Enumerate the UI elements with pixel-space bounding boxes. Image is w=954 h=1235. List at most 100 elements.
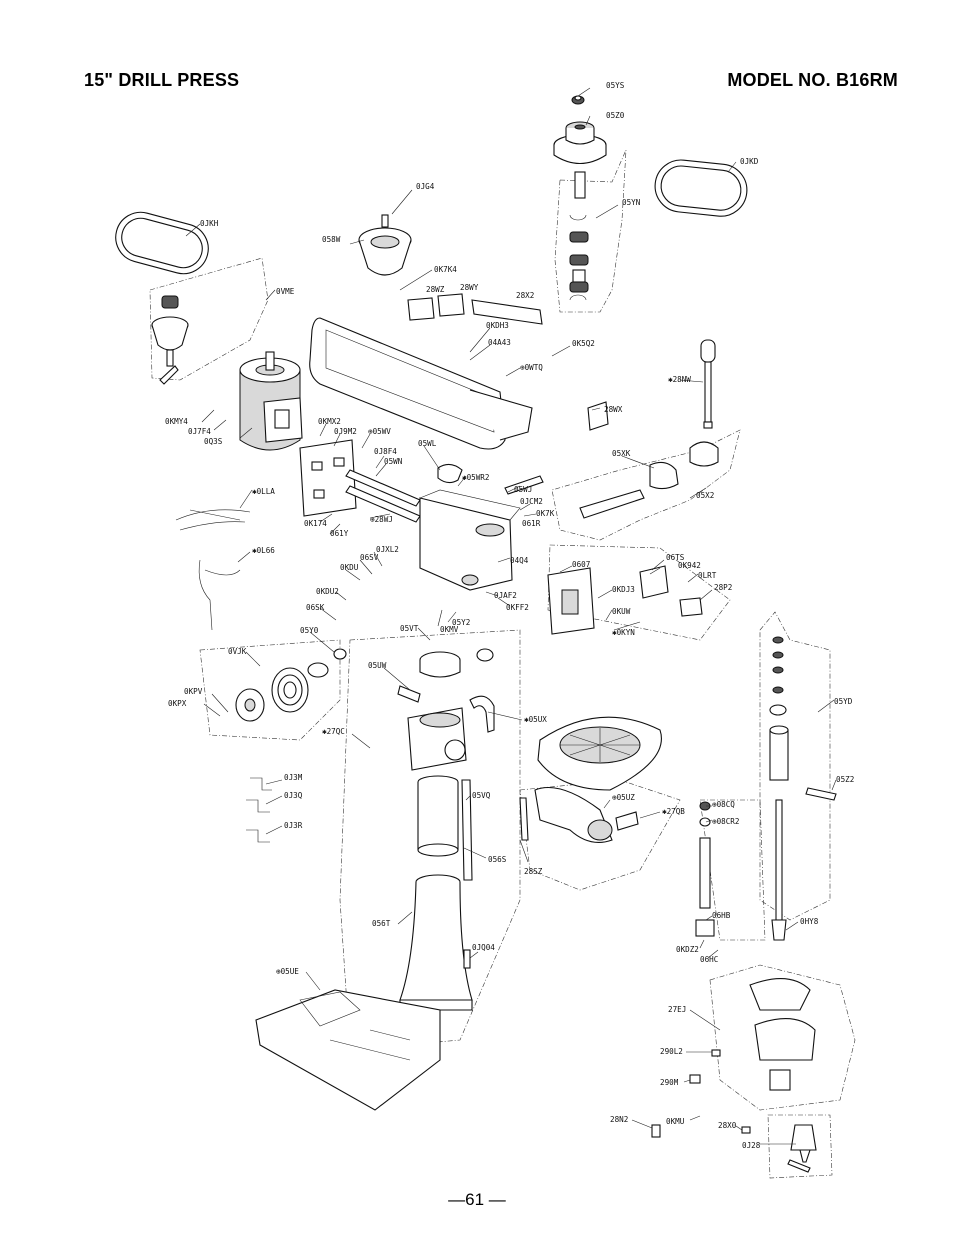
label-0KMV: 0KMV <box>440 625 459 634</box>
label-0KMU: 0KMU <box>666 1117 685 1126</box>
outline-spindle-shaft <box>759 611 831 921</box>
base-bolt <box>463 949 471 969</box>
label-0JKD: 0JKD <box>740 157 759 166</box>
label-0K7K: 0K7K <box>536 509 555 518</box>
column-tube <box>417 775 459 857</box>
outline-rack <box>699 799 766 941</box>
label-0JKH: 0JKH <box>200 219 219 228</box>
label-061R: 061R <box>522 519 541 528</box>
label-0Q3S: 0Q3S <box>204 437 223 446</box>
label-05UE: ⊕05UE <box>276 967 299 976</box>
table-arm <box>534 786 639 843</box>
label-28X0: 28X0 <box>718 1121 737 1130</box>
label-0JQ04: 0JQ04 <box>472 943 495 952</box>
label-056T: 056T <box>372 919 391 928</box>
label-05X2: 05X2 <box>696 491 714 500</box>
work-table <box>537 716 662 791</box>
label-0KMY4: 0KMY4 <box>165 417 188 426</box>
drive-belt-right-inner <box>660 165 742 211</box>
label-06SK: 06SK <box>306 603 325 612</box>
label-058W: 058W <box>322 235 341 244</box>
label-0K7K4: 0K7K4 <box>434 265 457 274</box>
label-290M: 290M <box>660 1078 679 1087</box>
outline-spindle-pulley <box>554 149 627 313</box>
label-061Y: 061Y <box>330 529 349 538</box>
column-rack <box>461 779 473 881</box>
tension-knob <box>437 463 463 484</box>
label-28WZ: 28WZ <box>426 285 445 294</box>
switch-box <box>547 565 703 635</box>
label-0K174: 0K174 <box>304 519 327 528</box>
label-0KFF2: 0KFF2 <box>506 603 529 612</box>
idler-pulley <box>358 214 412 276</box>
outline-column-base <box>339 629 521 1051</box>
label-plate-b <box>437 293 465 317</box>
label-0J3Q: 0J3Q <box>284 791 303 800</box>
label-05WN: 05WN <box>384 457 403 466</box>
feed-handle <box>805 787 837 801</box>
label-28NW: ✱28NW <box>668 375 691 384</box>
outline-quill-assembly <box>551 429 741 541</box>
label-27QB: ✱27QB <box>662 807 685 816</box>
label-28X2: 28X2 <box>516 291 534 300</box>
tension-handle <box>504 475 544 495</box>
label-06SV: 06SV <box>360 553 379 562</box>
hex-key-small <box>246 829 270 843</box>
label-0K5Q2: 0K5Q2 <box>572 339 595 348</box>
label-0LRT: 0LRT <box>698 571 717 580</box>
label-0KYN: ✱0KYN <box>612 628 635 637</box>
label-0WTQ: ⊕0WTQ <box>520 363 543 372</box>
label-27QC: ✱27QC <box>322 727 345 736</box>
label-28SZ: 28SZ <box>524 867 543 876</box>
label-04A43: 04A43 <box>488 338 511 347</box>
label-0VJK: 0VJK <box>228 647 247 656</box>
quill-return-spring <box>235 648 347 722</box>
label-05WR2: ✱05WR2 <box>462 473 489 482</box>
depth-collar <box>419 648 494 678</box>
label-0LLA: ✱0LLA <box>252 487 275 496</box>
label-06HC: 06HC <box>700 955 718 964</box>
label-05WV: ⊕05WV <box>368 427 391 436</box>
small-part-290l <box>711 1049 721 1057</box>
label-08CR2: ⊕08CR2 <box>712 817 739 826</box>
leader-lines <box>185 87 837 1145</box>
label-0JAF2: 0JAF2 <box>494 591 517 600</box>
drill-chuck <box>787 1124 817 1173</box>
label-0HY8: 0HY8 <box>800 917 819 926</box>
label-28N2: 28N2 <box>610 1115 628 1124</box>
motor-slide-rod-2 <box>345 485 421 523</box>
label-plate-d <box>587 401 609 431</box>
motor-slide-rod <box>345 469 421 507</box>
label-0KMX2: 0KMX2 <box>318 417 341 426</box>
label-0KDJ3: 0KDJ3 <box>612 585 635 594</box>
label-plate-a <box>407 297 435 321</box>
outline-chuck <box>767 1114 833 1179</box>
label-0L66: ✱0L66 <box>252 546 275 555</box>
base-plate <box>255 989 441 1111</box>
label-05Y0: 05Y0 <box>300 626 319 635</box>
label-0J28: 0J28 <box>742 1141 761 1150</box>
label-05UZ: ⊕05UZ <box>612 793 635 802</box>
label-0607: 0607 <box>572 560 590 569</box>
label-0J8F4: 0J8F4 <box>374 447 397 456</box>
small-part-28n2 <box>651 1124 661 1138</box>
label-04Q4: 04Q4 <box>510 556 529 565</box>
motor-mount-bracket <box>299 439 357 517</box>
motor-pulley <box>151 295 189 385</box>
label-06HB: 06HB <box>712 911 731 920</box>
label-0VME: 0VME <box>276 287 295 296</box>
spindle-shaft <box>769 636 789 941</box>
label-05WL: 05WL <box>418 439 437 448</box>
label-plate-c <box>471 299 543 325</box>
quill-assembly <box>579 339 719 519</box>
label-0J3M: 0J3M <box>284 773 303 782</box>
spindle-pulley <box>553 121 607 165</box>
head-casting <box>419 489 521 591</box>
label-05Y2: 05Y2 <box>452 618 470 627</box>
label-05UX: ✱05UX <box>524 715 547 724</box>
rack-small <box>519 797 529 841</box>
table-crank <box>469 695 495 733</box>
label-0J3R: 0J3R <box>284 821 303 830</box>
pulley-shaft-stack <box>569 171 589 301</box>
